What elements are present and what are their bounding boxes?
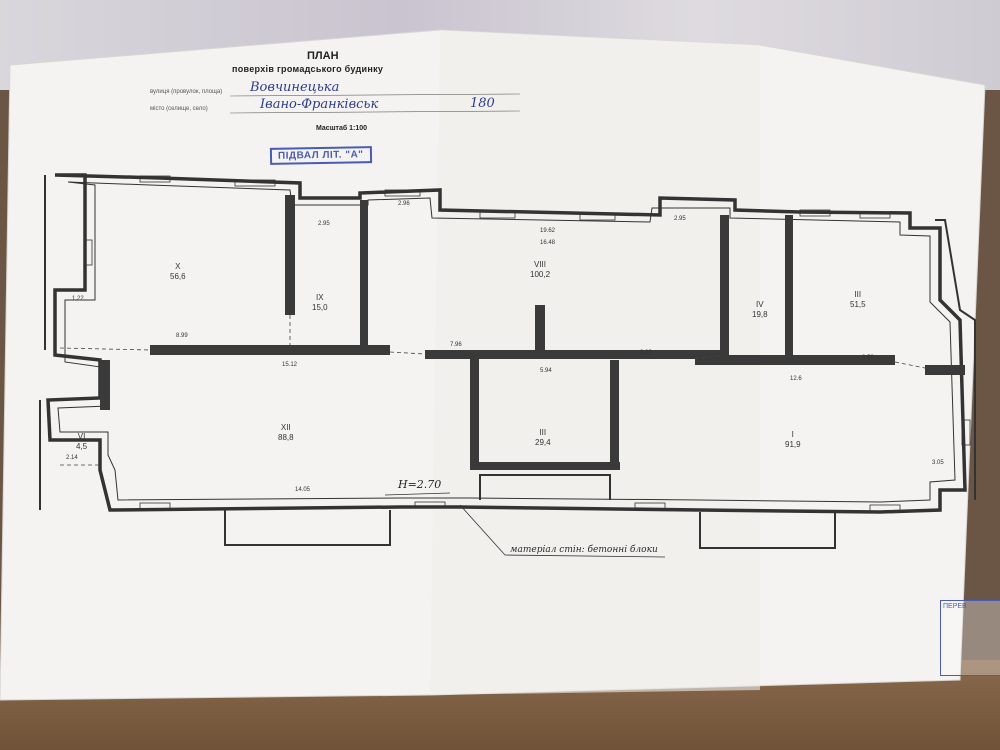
dimension-label: 12.6: [790, 376, 802, 382]
city-underline: [229, 110, 521, 114]
ceiling-height: Н=2.70: [398, 478, 442, 491]
interior-walls: [100, 195, 965, 470]
dimension-label: 2.96: [398, 201, 410, 207]
dimension-label: 7.96: [450, 342, 462, 348]
street-label: вулиця (провулок, площа): [150, 89, 223, 95]
dashed-lines: [59, 315, 926, 466]
lower-structures: [39, 175, 976, 549]
dimension-label: 16.48: [540, 240, 556, 246]
dimension-label: 8.99: [176, 333, 188, 339]
page-subtitle: поверхів громадського будинку: [232, 64, 384, 74]
dimension-label: 2.95: [318, 221, 330, 227]
dimension-label: 2.83: [640, 350, 652, 356]
windows: [83, 175, 971, 512]
height-underline: [384, 492, 451, 496]
wall-material-note: матеріал стін: бетонні блоки: [510, 545, 658, 555]
building-number: 180: [470, 96, 495, 111]
city-value: Івано-Франківськ: [260, 97, 379, 112]
dimension-label: 2.14: [66, 455, 78, 461]
street-value: Вовчинецька: [250, 80, 340, 95]
dimension-label: 2.95: [674, 216, 686, 222]
dimension-label: 1.22: [72, 296, 84, 302]
dimension-label: 15.12: [282, 362, 298, 368]
dimension-label: 3.05: [932, 460, 944, 466]
scale-label: Масштаб 1:100: [316, 125, 368, 132]
dimension-label: 5.94: [540, 368, 552, 374]
note-leader: [459, 504, 666, 558]
basement-stamp: ПІДВАЛ ЛІТ. "А": [269, 146, 372, 165]
corner-stamp: ПЕРЕВ: [940, 600, 1000, 676]
street-underline: [229, 93, 521, 97]
dimension-label: 19.62: [540, 228, 556, 234]
paper-fold: [430, 30, 760, 695]
outer-walls: [46, 173, 967, 514]
dimension-label: 9.50: [862, 355, 874, 361]
dimension-label: 14.05: [295, 487, 311, 493]
city-label: місто (селище, село): [150, 106, 208, 112]
page-title: ПЛАН: [307, 50, 339, 62]
